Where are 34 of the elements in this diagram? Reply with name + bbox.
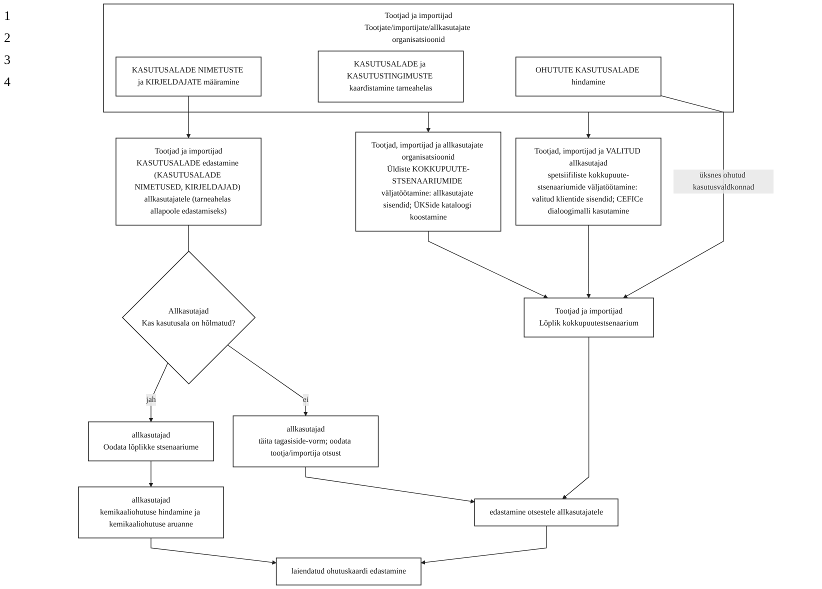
node-box: laiendatud ohutuskaardi edastamine [276,558,422,586]
arrow [186,96,191,138]
arrow [586,224,591,298]
arrow [428,230,548,298]
arrow [227,344,308,416]
arrow [148,362,168,422]
node-box: KASUTUSALADE NIMETUSTE ja KIRJELDAJATE määramine [116,56,262,96]
edge-label: üksnes ohutud kasutusvaldkonnad [692,171,754,192]
edge-label: ei [302,395,309,404]
edge-label: jah [146,395,156,404]
node-box: Tootjad ja importijad Lõplik kokkupuutestsenaarium [524,298,654,338]
arrow [148,460,154,488]
callout-number: 3 [4,52,12,68]
arrow [586,112,591,138]
callout-number: 1 [4,8,12,24]
arrow [150,538,276,565]
callout-number: 4 [4,74,12,90]
node-box: edastamine otsestele allkasutajatele [474,498,618,526]
node-diamond: Allkasutajad Kas kasutusala on hõlmatud? [122,250,256,384]
callout-number: 2 [4,30,12,46]
node-box: Tootjad, importijad ja allkasutajate organisatsioonid Üldiste KOKKUPUUTE-STSENAARIUMIDE väljatöötamine: allkasutajate sisendid; ÜKSide kataloogi koostamine [355,132,502,232]
arrow [623,95,724,298]
connector [188,224,189,252]
arrow [426,112,430,132]
node-box: Tootjad ja importijad KASUTUSALADE edastamine (KASUTUSALADE NIMETUSED, KIRJELDAJAD) allkasutajatele (tarneahelas allapoole edastamiseks) [116,138,262,226]
node-box: Tootjad, importijad ja VALITUD allkasutajad spetsiifiliste kokkupuute-stsenaariumide väljatöötamine: valitud klientide sisendid; CEFICe dialoogimalli kasutamine [516,138,662,226]
arrow [562,336,590,500]
node-box: allkasutajad täita tagasiside-vorm; oodata tootja/importija otsust [232,416,379,468]
arrow [305,466,475,504]
arrow [420,526,547,565]
node-box: allkasutajad kemikaaliohutuse hindamine ja kemikaaliohutuse aruanne [78,486,224,538]
node-box: KASUTUSALADE ja KASUTUSTINGIMUSTE kaardistamine tarneahelas [318,50,464,102]
node-box: allkasutajad Oodata lõplikke stsenaariume [88,422,214,462]
node-box: OHUTUTE KASUTUSALADE hindamine [516,56,662,96]
